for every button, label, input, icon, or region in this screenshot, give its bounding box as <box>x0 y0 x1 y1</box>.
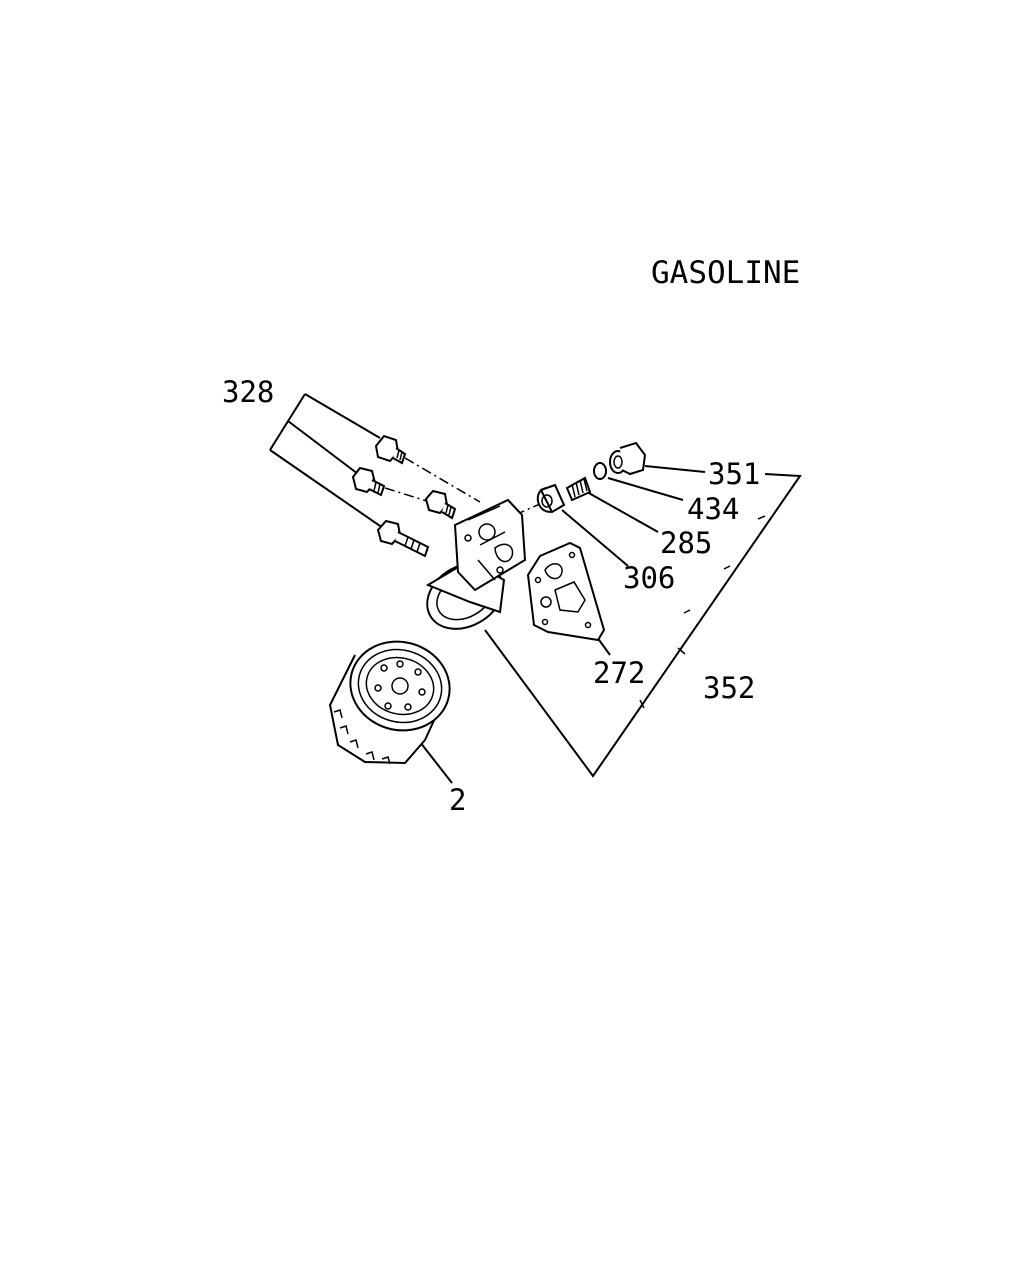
callout-306: 306 <box>623 561 675 595</box>
plug-icon-351 <box>609 441 647 476</box>
spring-icon-285 <box>565 476 592 502</box>
bolt-icon-upper <box>374 434 407 465</box>
alignment-lines <box>384 457 543 516</box>
callout-285: 285 <box>660 526 712 560</box>
bolt-icon-long <box>376 519 430 558</box>
callout-328: 328 <box>222 375 274 409</box>
o-ring-icon-434 <box>593 462 607 480</box>
bolt-icon-right <box>424 489 457 520</box>
callout-2: 2 <box>449 783 466 817</box>
callout-434: 434 <box>687 492 739 526</box>
oil-filter-icon <box>328 640 451 765</box>
callout-352: 352 <box>703 671 755 705</box>
callout-351: 351 <box>708 457 760 491</box>
filter-base-housing <box>425 498 527 630</box>
bolt-icon-middle <box>351 466 386 497</box>
callout-272: 272 <box>593 656 645 690</box>
diagram-title: GASOLINE <box>651 255 800 291</box>
valve-icon-306 <box>536 483 566 514</box>
gasket-icon-272 <box>526 541 606 642</box>
